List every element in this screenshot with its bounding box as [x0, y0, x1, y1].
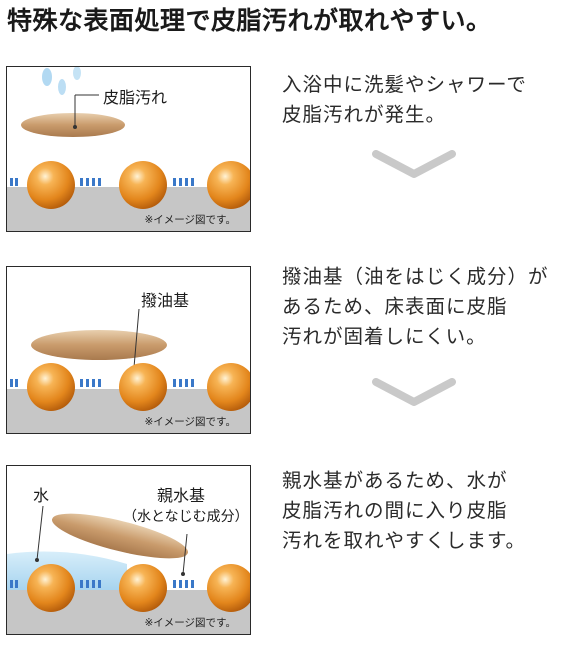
- chevron-down-icon: [372, 378, 456, 406]
- sebum-label: 皮脂汚れ: [103, 88, 168, 107]
- illustration-panel-sebum: 皮脂汚れ ※イメージ図です。: [6, 66, 251, 232]
- sebum-blob: [31, 330, 167, 360]
- description-3: 親水基があるため、水が 皮脂汚れの間に入り皮脂 汚れを取れやすくします。: [282, 466, 526, 556]
- description-line: あるため、床表面に皮脂: [282, 295, 508, 318]
- description-line: 皮脂汚れの間に入り皮脂: [282, 499, 508, 522]
- sebum-blob: [51, 513, 189, 559]
- illustration-panel-oil-repellent: 撥油基 ※イメージ図です。: [6, 266, 251, 434]
- description-line: 皮脂汚れが発生。: [282, 103, 447, 126]
- hydrophilic-label: 親水基: [157, 486, 206, 505]
- shower-droplets-icon: [42, 67, 81, 95]
- description-line: 汚れが固着しにくい。: [282, 325, 487, 348]
- water-label: 水: [33, 486, 50, 505]
- hydrophilic-sublabel: （水となじむ成分）: [123, 509, 249, 525]
- image-note: ※イメージ図です。: [144, 617, 236, 629]
- chevron-down-icon: [372, 150, 456, 178]
- description-1: 入浴中に洗髪やシャワーで 皮脂汚れが発生。: [282, 70, 527, 130]
- description-line: 入浴中に洗髪やシャワーで: [282, 73, 527, 96]
- description-2: 撥油基（油をはじく成分）が あるため、床表面に皮脂 汚れが固着しにくい。: [282, 262, 549, 352]
- page-title: 特殊な表面処理で皮脂汚れが取れやすい。: [7, 6, 492, 35]
- oil-repellent-label: 撥油基: [141, 291, 190, 310]
- illustration-panel-hydrophilic: 水 親水基 （水となじむ成分） ※イメージ図です。: [6, 465, 251, 635]
- description-line: 撥油基（油をはじく成分）が: [282, 265, 549, 288]
- description-line: 親水基があるため、水が: [282, 469, 508, 492]
- sebum-blob: [21, 113, 125, 137]
- oil-repellent-illustration: [7, 308, 250, 433]
- hydrophilic-illustration: [7, 505, 250, 634]
- description-line: 汚れを取れやすくします。: [282, 529, 527, 552]
- image-note: ※イメージ図です。: [144, 214, 236, 226]
- image-note: ※イメージ図です。: [144, 416, 236, 428]
- sebum-illustration: [7, 67, 250, 231]
